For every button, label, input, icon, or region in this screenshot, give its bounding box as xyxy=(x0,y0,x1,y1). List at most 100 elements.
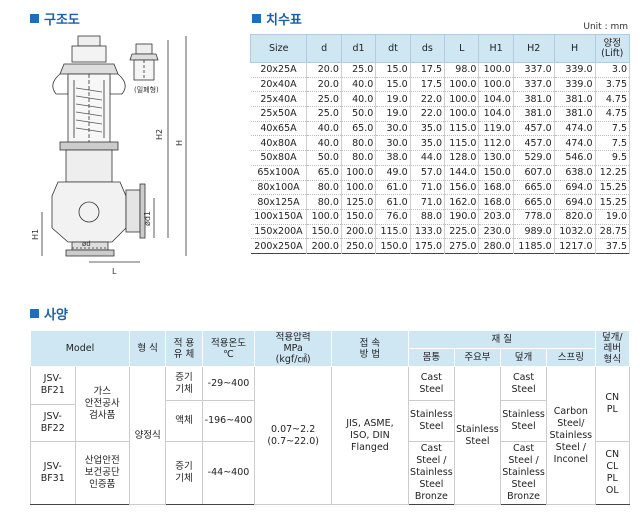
col-ds: ds xyxy=(409,34,446,63)
value-cell: 190.0 xyxy=(444,209,480,225)
fluid-2: 액체 xyxy=(165,400,203,442)
value-cell: 71.0 xyxy=(410,180,446,195)
value-cell: 4.75 xyxy=(595,91,631,107)
value-cell: 638.0 xyxy=(554,165,596,180)
spec-type: 양정식 xyxy=(128,366,167,505)
value-cell: 71.0 xyxy=(410,194,446,210)
value-cell: 25.0 xyxy=(306,106,342,122)
value-cell: 168.0 xyxy=(478,180,514,195)
size-cell: 65x100A xyxy=(250,165,308,180)
value-cell: 80.0 xyxy=(341,135,377,151)
value-cell: 25.0 xyxy=(306,91,342,107)
value-cell: 30.0 xyxy=(375,121,411,136)
value-cell: 694.0 xyxy=(554,194,596,210)
size-cell: 40x80A xyxy=(250,135,308,151)
section-marker-icon xyxy=(30,14,39,23)
dimension-table: Size d d1 dt ds L H1 H2 H 양정 (Lift) 20x2… xyxy=(249,34,631,254)
value-cell: 88.0 xyxy=(410,209,446,225)
spec-h-cap: 덮개 xyxy=(499,348,548,367)
cap-2: Stainless Steel xyxy=(499,400,548,442)
value-cell: 100.0 xyxy=(444,91,480,107)
value-cell: 337.0 xyxy=(513,77,555,92)
dimension-header-row: Size d d1 dt ds L H1 H2 H 양정 (Lift) xyxy=(249,34,631,63)
value-cell: 15.0 xyxy=(375,62,411,78)
spec-model-cell: JSV-BF21 가스 안전공사 검사품 JSV-BF22 xyxy=(30,366,130,442)
value-cell: 150.0 xyxy=(341,209,377,225)
size-cell: 80x125A xyxy=(250,194,308,210)
temp-3: -44~400 xyxy=(201,441,256,505)
value-cell: 250.0 xyxy=(341,238,377,254)
value-cell: 200.0 xyxy=(306,238,342,254)
cert-gas: 가스 안전공사 검사품 xyxy=(74,367,129,441)
value-cell: 168.0 xyxy=(478,194,514,210)
spec-h-type: 형 식 xyxy=(128,330,167,367)
value-cell: 665.0 xyxy=(513,194,555,210)
valve-structure-drawing: (밀폐형) H2 H H1 ød1 ød L xyxy=(31,35,187,276)
value-cell: 7.5 xyxy=(595,121,631,136)
value-cell: 40.0 xyxy=(341,77,377,92)
d-label: ød xyxy=(82,240,91,248)
value-cell: 100.0 xyxy=(444,106,480,122)
spec-model3-cell: JSV-BF31 산업안전 보건공단 인증품 xyxy=(30,441,130,505)
spec-h-fluid: 적 용 유 체 xyxy=(165,330,203,367)
value-cell: 80.0 xyxy=(306,180,342,195)
value-cell: 104.0 xyxy=(478,91,514,107)
col-h: H xyxy=(553,34,596,63)
pressure: 0.07~2.2 (0.7~22.0) xyxy=(254,366,333,505)
value-cell: 115.0 xyxy=(444,135,480,151)
lever-3: CN CL PL OL xyxy=(594,441,631,505)
value-cell: 98.0 xyxy=(444,62,480,78)
value-cell: 19.0 xyxy=(375,106,411,122)
value-cell: 40.0 xyxy=(306,121,342,136)
size-cell: 100x150A xyxy=(250,209,308,225)
value-cell: 3.75 xyxy=(595,77,631,92)
value-cell: 15.0 xyxy=(375,77,411,92)
col-dt: dt xyxy=(375,34,411,63)
size-cell: 20x40A xyxy=(250,77,308,92)
value-cell: 40.0 xyxy=(341,91,377,107)
value-cell: 100.0 xyxy=(341,165,377,180)
value-cell: 474.0 xyxy=(554,135,596,151)
size-cell: 150x200A xyxy=(250,224,308,239)
value-cell: 115.0 xyxy=(444,121,480,136)
value-cell: 61.0 xyxy=(375,180,411,195)
dimension-heading: 치수표 xyxy=(252,9,302,28)
value-cell: 50.0 xyxy=(341,106,377,122)
spec-h-material: 재 질 xyxy=(407,330,596,349)
value-cell: 457.0 xyxy=(513,135,555,151)
value-cell: 665.0 xyxy=(513,180,555,195)
value-cell: 80.0 xyxy=(306,194,342,210)
value-cell: 144.0 xyxy=(444,165,480,180)
value-cell: 57.0 xyxy=(410,165,446,180)
value-cell: 28.75 xyxy=(595,224,631,239)
spec-h-spring: 스프링 xyxy=(546,348,596,367)
value-cell: 19.0 xyxy=(375,91,411,107)
value-cell: 37.5 xyxy=(595,238,631,254)
section-marker-icon xyxy=(252,14,261,23)
value-cell: 50.0 xyxy=(306,150,342,166)
value-cell: 381.0 xyxy=(554,91,596,107)
col-lift: 양정 (Lift) xyxy=(594,34,631,63)
value-cell: 17.5 xyxy=(410,62,446,78)
value-cell: 7.5 xyxy=(595,135,631,151)
value-cell: 989.0 xyxy=(513,224,555,239)
value-cell: 381.0 xyxy=(554,106,596,122)
value-cell: 156.0 xyxy=(444,180,480,195)
body-3: Cast Steel / Stainless Steel Bronze xyxy=(407,441,455,505)
value-cell: 125.0 xyxy=(341,194,377,210)
value-cell: 339.0 xyxy=(554,62,596,78)
trim: Stainless Steel xyxy=(453,366,502,505)
value-cell: 104.0 xyxy=(478,106,514,122)
value-cell: 150.0 xyxy=(306,224,342,239)
value-cell: 150.0 xyxy=(375,238,411,254)
value-cell: 225.0 xyxy=(444,224,480,239)
value-cell: 1185.0 xyxy=(513,238,555,254)
col-d: d xyxy=(306,34,342,63)
